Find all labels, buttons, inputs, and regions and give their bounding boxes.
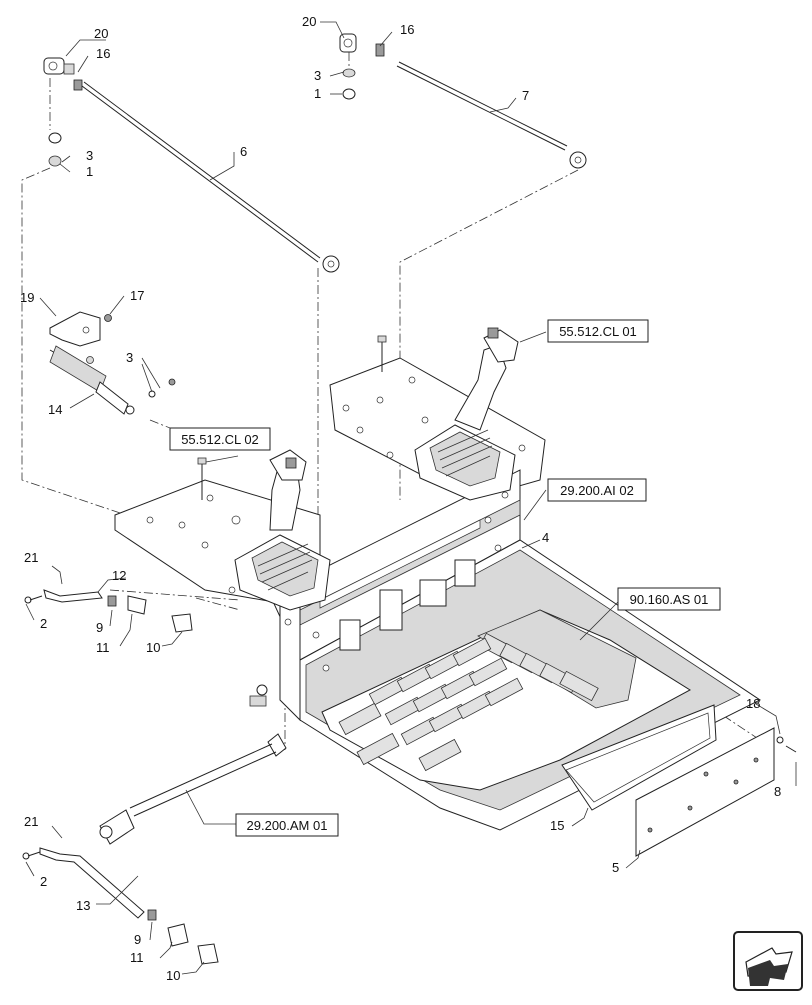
right-joystick [414, 327, 519, 501]
callout-6: 6 [240, 144, 247, 159]
callout-7: 7 [522, 88, 529, 103]
reference-box-as01[interactable]: 90.160.AS 01 [617, 587, 721, 611]
bracket-and-gas-spring [49, 311, 176, 415]
reference-box-cl02[interactable]: 55.512.CL 02 [169, 427, 271, 451]
linkage-13 [22, 847, 219, 965]
callout-9-lower: 9 [134, 932, 141, 947]
left-joystick [197, 449, 331, 611]
reference-as01-label: 90.160.AS 01 [630, 592, 709, 607]
forward-arrow-icon[interactable] [733, 931, 803, 991]
floor-mat [321, 609, 691, 791]
callout-12: 12 [112, 568, 126, 583]
linkage-12 [24, 589, 193, 633]
callout-1-left: 1 [86, 164, 93, 179]
callout-2-upper: 2 [40, 616, 47, 631]
callout-3-right: 3 [314, 68, 321, 83]
callout-1-right: 1 [314, 86, 321, 101]
reference-ai02-label: 29.200.AI 02 [560, 483, 634, 498]
callout-17: 17 [130, 288, 144, 303]
side-cover-plate [561, 704, 797, 857]
callout-3-left: 3 [86, 148, 93, 163]
callout-13: 13 [76, 898, 90, 913]
reference-cl02-label: 55.512.CL 02 [181, 432, 259, 447]
callout-20-right: 20 [302, 14, 316, 29]
callout-5: 5 [612, 860, 619, 875]
callout-10-upper: 10 [146, 640, 160, 655]
callout-4: 4 [542, 530, 549, 545]
reference-am01-label: 29.200.AM 01 [247, 818, 328, 833]
drive-shaft [99, 684, 287, 845]
callout-14: 14 [48, 402, 62, 417]
callout-21-upper: 21 [24, 550, 38, 565]
callout-8: 8 [774, 784, 781, 799]
rod-assembly-6 [43, 57, 340, 273]
rod-assembly-7 [339, 33, 587, 169]
callout-20-left: 20 [94, 26, 108, 41]
reference-box-ai02[interactable]: 29.200.AI 02 [547, 478, 647, 502]
callout-labels: 20 16 3 1 6 20 16 3 1 7 19 17 3 14 4 21 … [20, 14, 781, 983]
callout-16-left: 16 [96, 46, 110, 61]
callout-2-lower: 2 [40, 874, 47, 889]
callout-19: 19 [20, 290, 34, 305]
callout-11-upper: 11 [96, 640, 110, 655]
callout-21-lower: 21 [24, 814, 38, 829]
mat-ribs [338, 637, 524, 772]
callout-10-lower: 10 [166, 968, 180, 983]
mat-pedal-pad [477, 609, 637, 709]
callout-leaders [25, 21, 797, 975]
reference-box-am01[interactable]: 29.200.AM 01 [235, 813, 339, 837]
callout-9-upper: 9 [96, 620, 103, 635]
callout-15: 15 [550, 818, 564, 833]
callout-11-lower: 11 [130, 950, 144, 965]
reference-box-cl01[interactable]: 55.512.CL 01 [547, 319, 649, 343]
callout-16-right: 16 [400, 22, 414, 37]
callout-3-bracket: 3 [126, 350, 133, 365]
callout-18: 18 [746, 696, 760, 711]
reference-cl01-label: 55.512.CL 01 [559, 324, 637, 339]
